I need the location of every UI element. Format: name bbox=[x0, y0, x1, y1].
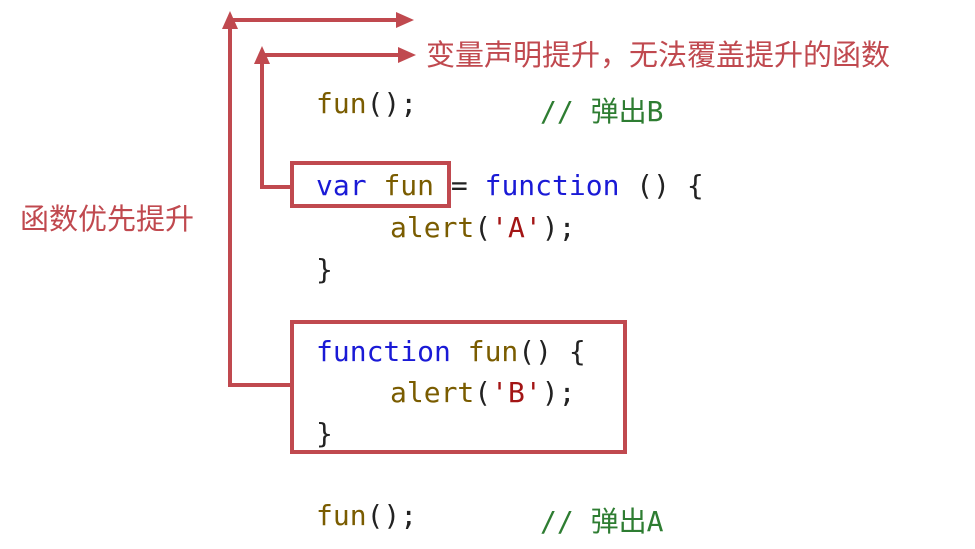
string-a: 'A' bbox=[491, 211, 542, 244]
open-paren: ( bbox=[474, 376, 492, 409]
params-open-brace: () { bbox=[518, 335, 586, 368]
left-annotation: 函数优先提升 bbox=[20, 202, 195, 236]
identifier-fun: fun bbox=[316, 87, 367, 120]
call-parens: (); bbox=[366, 87, 418, 120]
keyword-function: function bbox=[316, 335, 451, 368]
function-hoist-arrowhead-up bbox=[222, 11, 238, 29]
identifier-alert: alert bbox=[390, 211, 475, 244]
close-paren: ); bbox=[541, 211, 576, 244]
keyword-var: var bbox=[316, 169, 367, 202]
function-hoist-arrow-line bbox=[228, 18, 400, 387]
open-paren: ( bbox=[474, 211, 492, 244]
call-parens: (); bbox=[366, 499, 418, 532]
code-line-7: } bbox=[316, 417, 333, 450]
keyword-function: function bbox=[484, 169, 620, 202]
identifier-fun: fun bbox=[316, 499, 367, 532]
var-hoist-arrowhead-up bbox=[254, 46, 270, 64]
close-paren: ); bbox=[541, 376, 576, 409]
params-open-brace: () { bbox=[619, 169, 704, 202]
code-line-2: var fun = function () { bbox=[316, 170, 704, 202]
identifier-fun: fun bbox=[383, 169, 435, 202]
code-line-3: alert('A'); bbox=[390, 212, 575, 244]
comment-popup-a: // 弹出A bbox=[540, 505, 664, 538]
top-annotation: 变量声明提升，无法覆盖提升的函数 bbox=[426, 38, 891, 72]
code-line-4: } bbox=[316, 253, 333, 286]
comment-popup-b: // 弹出B bbox=[540, 95, 664, 128]
code-line-1: fun(); bbox=[316, 88, 417, 120]
code-line-5: function fun() { bbox=[316, 336, 586, 368]
assign-operator: = bbox=[434, 169, 485, 202]
code-line-8: fun(); bbox=[316, 500, 417, 532]
code-line-6: alert('B'); bbox=[390, 377, 575, 409]
function-hoist-arrowhead-right bbox=[396, 12, 414, 28]
string-b: 'B' bbox=[491, 376, 542, 409]
var-hoist-arrow-line bbox=[260, 53, 400, 189]
identifier-fun: fun bbox=[467, 335, 519, 368]
var-hoist-arrowhead-right bbox=[398, 47, 416, 63]
var-declaration-box bbox=[290, 161, 451, 208]
identifier-alert: alert bbox=[390, 376, 475, 409]
